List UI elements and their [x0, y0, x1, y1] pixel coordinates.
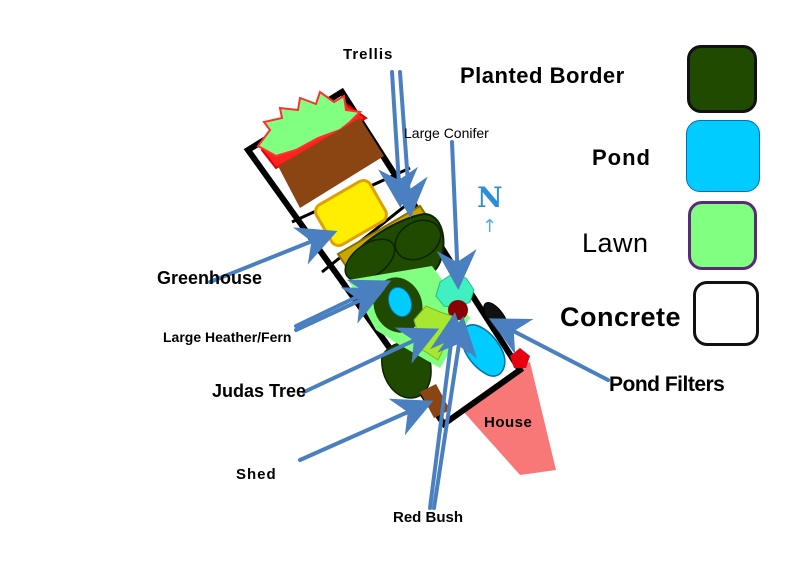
- planted-border-clump-1: [344, 238, 396, 282]
- shed-arrow: [298, 398, 434, 462]
- label-house: House: [484, 414, 533, 431]
- conifer-arrow: [436, 140, 477, 290]
- legend-label-pond: Pond: [592, 145, 651, 170]
- trellis-arrow-2: [387, 70, 428, 218]
- legend-label-lawn: Lawn: [582, 228, 649, 258]
- top-bed: [278, 118, 384, 208]
- label-shed: Shed: [236, 466, 277, 483]
- heather-arrow-2: [294, 279, 392, 328]
- legend-label-concrete: Concrete: [560, 302, 682, 332]
- planted-border-clump-2: [394, 219, 442, 261]
- legend-label-planted-border: Planted Border: [460, 63, 625, 88]
- label-trellis: Trellis: [343, 46, 394, 63]
- judas-arrow: [302, 327, 440, 394]
- label-large-heather-fern: Large Heather/Fern: [163, 329, 292, 345]
- legend-swatch-planted-border: [687, 45, 757, 113]
- label-greenhouse: Greenhouse: [157, 268, 263, 288]
- legend-swatch-pond: [686, 120, 760, 192]
- redbush-arrow-2: [432, 316, 477, 510]
- label-pond-filters: Pond Filters: [609, 373, 725, 396]
- label-judas-tree: Judas Tree: [212, 381, 307, 401]
- callout-arrows: [208, 70, 610, 510]
- north-arrow-icon: ↑: [482, 216, 498, 237]
- label-large-conifer: Large Conifer: [404, 125, 489, 141]
- pond-filter: [510, 348, 530, 368]
- label-red-bush: Red Bush: [393, 509, 464, 526]
- spiky-bush-top: [256, 90, 363, 158]
- legend-swatch-concrete: [693, 281, 759, 346]
- legend-swatch-lawn: [688, 201, 757, 270]
- north-indicator: N: [477, 181, 503, 214]
- greenhouse-arrow: [208, 227, 338, 284]
- filters-arrow: [488, 318, 610, 382]
